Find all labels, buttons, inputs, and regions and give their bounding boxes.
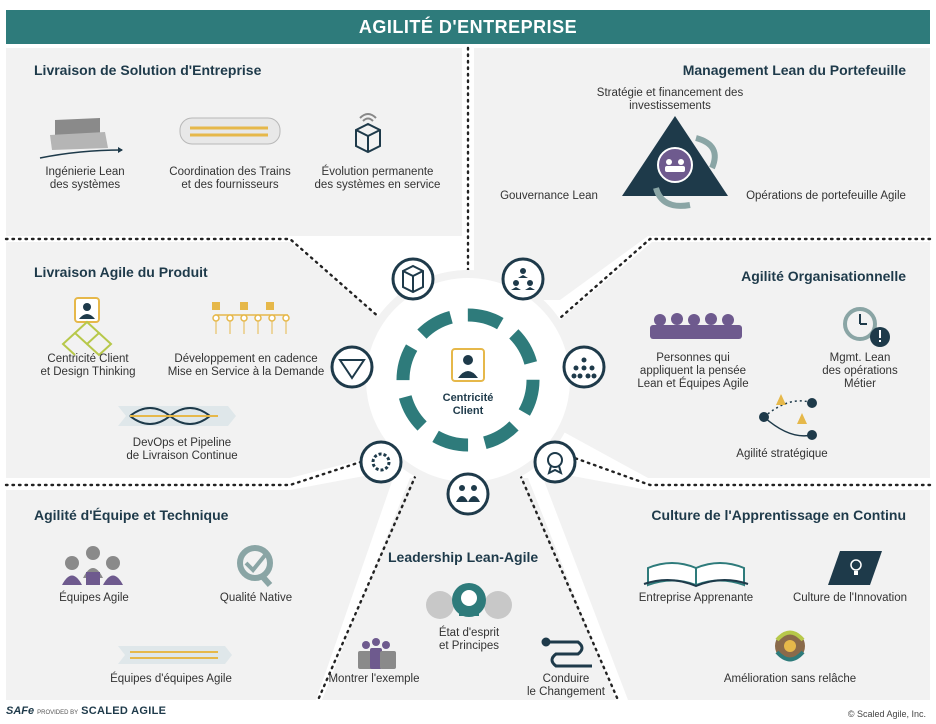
title-portfolio-management: Management Lean du Portefeuille <box>682 62 906 78</box>
title-product-delivery: Livraison Agile du Produit <box>34 264 208 280</box>
innovation-culture-icon <box>828 551 882 585</box>
divider-lower-right <box>556 450 932 487</box>
label-teams-of-teams: Équipes d'équipes Agile <box>110 673 232 685</box>
strategic-agility-icon <box>759 394 817 440</box>
learning-hub-icon <box>533 440 577 484</box>
label-relentless-improvement: Amélioration sans relâche <box>723 673 857 685</box>
portfolio-triangle-icon <box>622 116 728 209</box>
copyright: © Scaled Agile, Inc. <box>847 709 926 719</box>
label-learning-organization: Entreprise Apprenante <box>638 592 754 604</box>
agile-teams-icon <box>62 546 123 585</box>
mindset-principles-icon <box>426 583 512 619</box>
cadence-icon <box>212 302 290 334</box>
label-lean-governance: Gouvernance Lean <box>500 190 598 202</box>
box-wifi-icon <box>355 113 381 154</box>
lead-change-icon <box>541 637 592 668</box>
label-built-in-quality: Qualité Native <box>219 592 293 604</box>
team-hub-icon <box>359 440 403 484</box>
divider-bottom-right <box>516 468 620 702</box>
portfolio-hub-icon <box>501 257 545 301</box>
train-icon <box>179 117 281 145</box>
lean-ops-icon <box>843 307 890 347</box>
built-in-quality-icon <box>237 545 273 587</box>
label-lead-by-example: Montrer l'exemple <box>328 673 420 685</box>
header-banner: AGILITÉ D'ENTREPRISE <box>6 10 930 44</box>
label-agile-teams: Équipes Agile <box>59 592 129 604</box>
divider-bottom-left <box>316 468 420 702</box>
leadership-hub-icon <box>446 472 490 516</box>
product-hub-icon <box>330 345 374 389</box>
title-continuous-learning: Culture de l'Apprentissage en Continu <box>651 507 906 523</box>
teams-of-teams-icon <box>118 646 232 664</box>
lean-people-icon <box>650 313 742 339</box>
design-thinking-icon <box>61 297 113 357</box>
learning-organization-icon <box>643 562 749 588</box>
hub-ring <box>396 308 540 452</box>
relentless-improvement-icon <box>775 630 805 662</box>
title-team-technical-agility: Agilité d'Équipe et Technique <box>34 507 229 523</box>
title-lean-agile-leadership: Leadership Lean-Agile <box>388 549 539 565</box>
divider-upper-left <box>4 237 382 320</box>
customer-icon <box>451 348 485 382</box>
panel-learning <box>540 470 930 700</box>
title-organizational-agility: Agilité Organisationnelle <box>741 268 906 284</box>
page-title: AGILITÉ D'ENTREPRISE <box>358 16 578 37</box>
label-strategic-agility: Agilité stratégique <box>736 448 828 460</box>
divider-upper-right <box>558 237 932 320</box>
panel-org <box>560 242 930 478</box>
title-solution-delivery: Livraison de Solution d'Entreprise <box>34 62 262 78</box>
label-agile-portfolio-ops: Opérations de portefeuille Agile <box>746 190 906 202</box>
lead-by-example-icon <box>358 638 396 669</box>
devops-pipeline-icon <box>118 406 236 426</box>
label-innovation-culture: Culture de l'Innovation <box>792 592 908 604</box>
lean-systems-icon <box>39 118 123 159</box>
panel-team <box>6 470 396 700</box>
